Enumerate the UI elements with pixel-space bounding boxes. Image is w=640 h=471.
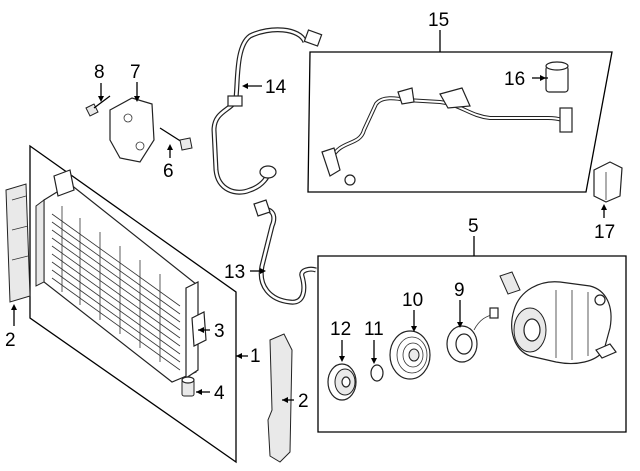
compressor-box [317,255,627,433]
liquid-line-box [307,51,613,193]
callout-12: 12 [330,319,351,340]
callout-16: 16 [504,69,525,90]
liquid-line-box-outline [307,51,613,193]
hose-13-icon [253,199,317,305]
callout-8: 8 [94,62,105,83]
liquid-line-icon [321,87,572,186]
coil-9-icon [446,307,499,363]
side-seal-left-icon [5,183,31,303]
pulley-12-icon [327,363,357,401]
callout-13: 13 [224,262,245,283]
compressor-icon [499,271,612,365]
callout-2-right: 2 [298,391,309,412]
callout-1: 1 [250,346,261,367]
callout-2-left: 2 [5,330,16,351]
callout-7: 7 [130,62,141,83]
callout-3: 3 [214,321,225,342]
mount-bracket-icon [109,97,155,163]
condenser-outline-panel [29,144,237,464]
bolt-6-icon [159,127,193,151]
callout-17: 17 [594,222,615,243]
compressor-box-outline [317,255,627,433]
condenser-group [5,144,293,464]
valve-icon [595,343,617,359]
clutch-hub-10-icon [389,330,431,380]
callout-11: 11 [364,319,384,340]
callout-6: 6 [163,161,174,182]
callout-15: 15 [428,10,449,31]
callout-10: 10 [402,290,423,311]
callout-14: 14 [265,77,287,98]
condenser-icon [35,169,199,383]
bolt-8-icon [85,95,111,117]
side-seal-right-icon [267,333,293,463]
callouts: 2 1 3 4 2 8 7 6 14 13 15 16 17 5 12 11 1… [5,10,615,412]
bracket-group [85,95,193,163]
callout-5: 5 [468,216,479,237]
hose-14-icon [211,27,323,195]
callout-4: 4 [214,383,225,404]
sensor-icon [593,161,623,203]
receiver-drier-icon [545,61,573,133]
o-ring-11-icon [370,364,384,382]
condenser-bracket-icon [191,311,207,347]
arrowheads [11,75,607,403]
drier-cap-icon [181,376,195,397]
callout-9: 9 [454,280,465,301]
